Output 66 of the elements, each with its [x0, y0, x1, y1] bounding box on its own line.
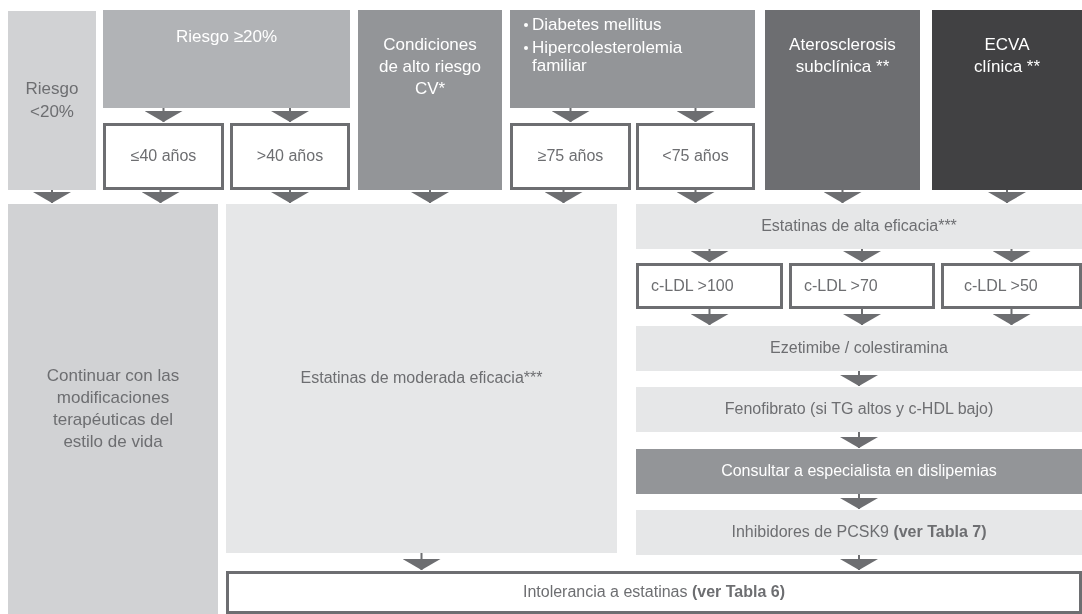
node-text: Estatinas de alta eficacia*** — [761, 216, 957, 237]
intolerance-box — [226, 571, 1082, 614]
arrow — [840, 370, 878, 387]
arrow — [690, 308, 729, 326]
treatment-box — [636, 204, 1082, 249]
arrow — [843, 308, 881, 326]
condition-text: Diabetes mellitus — [532, 16, 662, 35]
risk-box — [8, 11, 96, 190]
node-text: ≥75 años — [537, 146, 604, 167]
arrow — [843, 248, 881, 263]
arrow — [992, 308, 1031, 326]
treatment-box — [636, 387, 1082, 432]
arrow — [823, 189, 862, 204]
arrow — [676, 189, 715, 204]
treatment-box — [226, 204, 617, 553]
arrow — [411, 189, 449, 204]
arrow — [271, 189, 309, 204]
node-text: Consultar a especialista en dislipemias — [721, 461, 997, 482]
node-text: Fenofibrato (si TG altos y c-HDL bajo) — [724, 399, 994, 420]
referral-box — [636, 449, 1082, 494]
recommendation-box — [8, 204, 218, 614]
target-box — [789, 263, 935, 309]
age-box — [510, 123, 631, 190]
node-text: ECVA clínica ** — [972, 34, 1042, 79]
node-text: Riesgo <20% — [24, 78, 80, 123]
node-text: <75 años — [662, 146, 729, 167]
age-box — [103, 123, 224, 190]
node-text: >40 años — [256, 146, 324, 167]
age-box — [230, 123, 350, 190]
node-text: c-LDL >50 — [964, 275, 1038, 296]
node-text: Estatinas de moderada eficacia*** — [300, 368, 543, 389]
arrow — [33, 189, 71, 204]
node-text: c-LDL >100 — [651, 275, 734, 296]
arrow — [840, 554, 878, 571]
node-text: Inhibidores de PCSK9 (ver Tabla 7) — [731, 522, 987, 543]
arrow — [988, 189, 1026, 204]
target-box — [941, 263, 1082, 309]
arrow — [690, 248, 729, 263]
node-text: Condiciones de alto riesgo CV* — [378, 34, 482, 101]
arrow — [402, 552, 441, 571]
condition-box — [765, 10, 920, 190]
node-text: Continuar con las modificaciones terapéuticas del estilo de vida — [45, 364, 181, 454]
condition-box — [932, 10, 1082, 190]
risk-box — [103, 10, 350, 108]
condition-box — [510, 10, 755, 108]
arrow — [271, 107, 309, 123]
node-text: Riesgo ≥20% — [176, 26, 277, 48]
treatment-box — [636, 510, 1082, 555]
arrow — [840, 431, 878, 449]
arrow — [992, 248, 1031, 263]
arrow — [144, 107, 183, 123]
arrow — [551, 107, 590, 123]
condition-box — [358, 10, 502, 190]
condition-text: Hipercolesterolemia familiar — [532, 38, 684, 77]
node-text: c-LDL >70 — [804, 275, 878, 296]
node-text: Aterosclerosis subclínica ** — [788, 34, 897, 79]
arrow — [840, 493, 878, 510]
arrow — [676, 107, 715, 123]
arrow — [141, 189, 180, 204]
node-text: ≤40 años — [130, 146, 197, 167]
target-box — [636, 263, 783, 309]
arrow — [544, 189, 583, 204]
treatment-box — [636, 326, 1082, 371]
node-text: Ezetimibe / colestiramina — [770, 338, 948, 359]
age-box — [636, 123, 755, 190]
node-text: Intolerancia a estatinas (ver Tabla 6) — [522, 582, 786, 603]
